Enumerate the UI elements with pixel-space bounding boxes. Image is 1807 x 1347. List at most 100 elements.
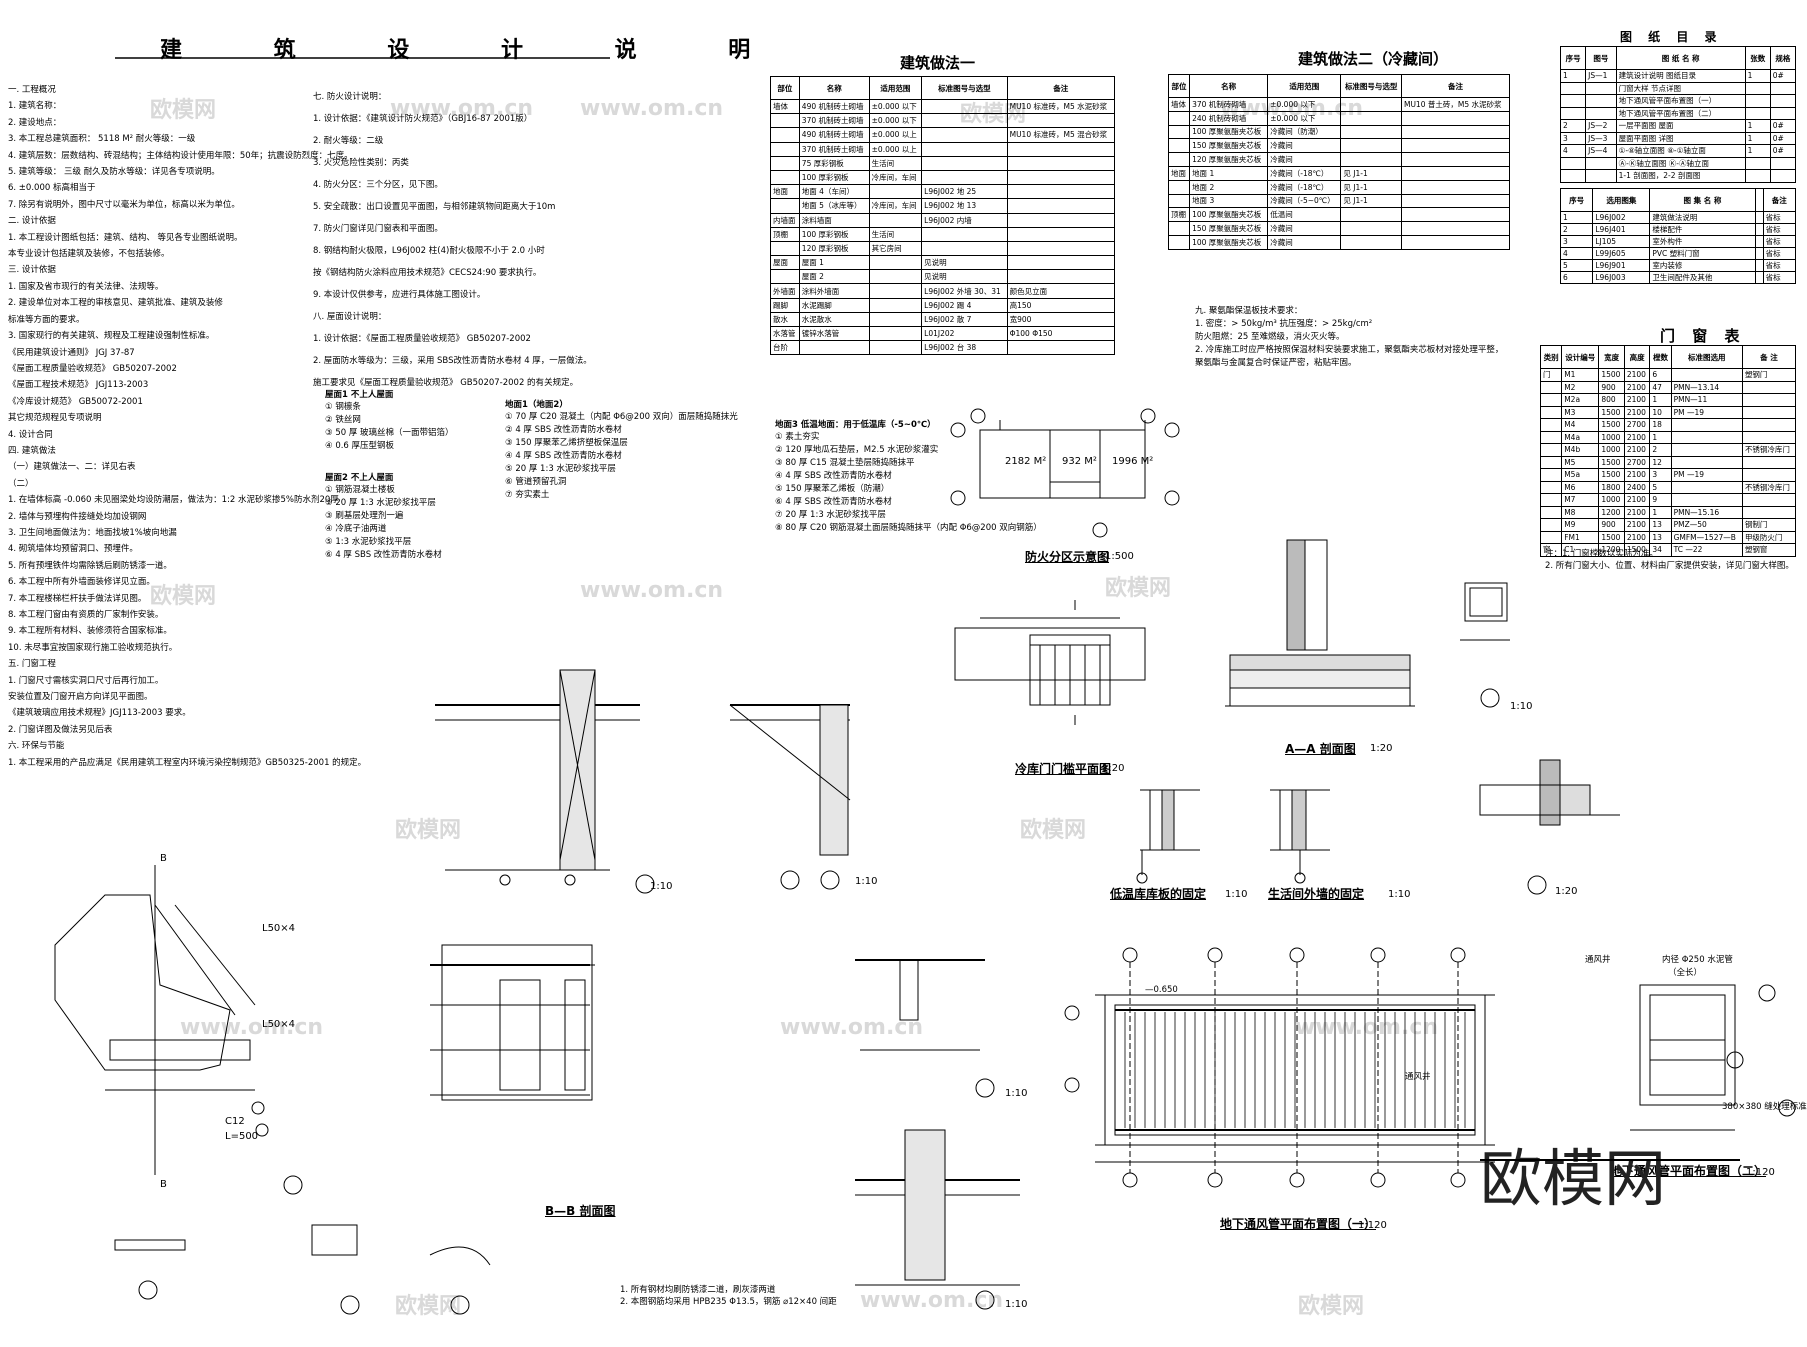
table-cell: MU10 标准砖，M5 混合砂浆 bbox=[1006, 127, 1116, 143]
table-cell bbox=[1559, 169, 1587, 183]
table-row: 100 厚彩钢板冷库间，车间 bbox=[770, 169, 1116, 186]
note-line: 施工要求见《屋面工程质量验收规范》 GB50207-2002 的有关规定。 bbox=[313, 378, 579, 388]
zone1-area: 2182 M² bbox=[1005, 456, 1047, 467]
duct-plan2-label: 地下通风管平面布置图（二） bbox=[1610, 1164, 1767, 1178]
note-line: 2. 建设单位对本工程的审核意见、建筑批准、建筑及装修 bbox=[8, 298, 223, 309]
note-line: 七. 防火设计说明： bbox=[313, 92, 387, 102]
stair-connector-detail bbox=[54, 865, 303, 1195]
table-header: 类别 bbox=[1539, 345, 1563, 369]
note-line: 2. 门窗详图及做法另见后表 bbox=[8, 724, 113, 735]
duct-plan-2 bbox=[1630, 984, 1796, 1131]
axis-bubble bbox=[1064, 1077, 1080, 1093]
roof1-title: 屋面1 不上人屋面 bbox=[325, 390, 394, 400]
method2-notes: 九. 聚氨酯保温板技术要求： 1. 密度：> 50kg/m³ 抗压强度：> 25k… bbox=[1195, 305, 1503, 370]
elevation-label: —0.650 bbox=[1145, 985, 1178, 995]
note-line: 3. 火灾危险性类别：丙类 bbox=[313, 158, 409, 168]
table-cell bbox=[1006, 141, 1116, 157]
axis-bubble bbox=[1207, 1172, 1223, 1188]
watermark: 欧模网 bbox=[150, 584, 217, 609]
note-line: 2. 墙体与预埋构件接缝处均加设钢网 bbox=[8, 511, 147, 522]
floor1-spec: 地面1（地面2） ① 70 厚 C20 混凝土（内配 Φ6@200 双向）面层随… bbox=[505, 400, 738, 502]
table-header: 备注 bbox=[1762, 188, 1797, 212]
table-header: 设计编号 bbox=[1561, 345, 1600, 369]
note-line: 五. 门窗工程 bbox=[8, 659, 56, 670]
cold-door-plan bbox=[954, 600, 1146, 725]
parts-details bbox=[114, 1224, 491, 1315]
table-cell: 370 机制砖土砌墙 bbox=[798, 141, 870, 157]
column-detail-lower bbox=[855, 1129, 1020, 1310]
spec-line: ③ 80 厚 C15 混凝土垫层随捣随抹平 bbox=[775, 458, 915, 468]
table-header: 适用范围 bbox=[868, 76, 923, 100]
table-cell: 120 厚彩钢板 bbox=[798, 240, 870, 257]
axis-label-b: B bbox=[160, 1179, 167, 1190]
table-cell bbox=[1400, 234, 1511, 250]
note-line: 4. 建筑层数：层数结构、砖混结构；主体结构设计使用年限：50年；抗震设防烈度：… bbox=[8, 150, 353, 161]
note-line: 3. 国家现行的有关建筑、规程及工程建设强制性标准。 bbox=[8, 331, 215, 342]
watermark: www.om.cn bbox=[580, 578, 724, 603]
table-header: 标准图号与选型 bbox=[1340, 74, 1402, 98]
note-line: 7. 防火门窗详见门窗表和平面图。 bbox=[313, 224, 443, 234]
table-row: 75 厚彩钢板生活间 bbox=[770, 155, 1116, 171]
table-cell bbox=[1006, 169, 1116, 186]
watermark: 欧模网 bbox=[1105, 576, 1172, 601]
duct-size-label: 380×380 缝处理标准 bbox=[1722, 1102, 1807, 1112]
spec-line: 1. 密度：> 50kg/m³ 抗压强度：> 25kg/cm² bbox=[1195, 319, 1373, 329]
table-cell: 涂料墙面 bbox=[798, 212, 870, 228]
spec-line: 注：1. 门窗樘数以实际为准。 bbox=[1545, 549, 1658, 559]
spec-line: ⑥ 4 厚 SBS 改性沥青防水卷材 bbox=[775, 497, 892, 507]
table-cell: 2 bbox=[1559, 119, 1587, 133]
note-line: 1. 国家及省市现行的有关法律、法规等。 bbox=[8, 281, 164, 292]
detail-a bbox=[1460, 582, 1510, 708]
table-header: 樘数 bbox=[1649, 345, 1672, 369]
spec-line: ④ 冷底子油两道 bbox=[325, 524, 387, 534]
note-line: 2. 耐火等级：二级 bbox=[313, 136, 384, 146]
table-cell: GMFM—1527—B bbox=[1670, 530, 1743, 544]
table-cell: 窗 bbox=[1539, 543, 1563, 557]
note-line: 4. 砌筑墙体均预留洞口、预埋件。 bbox=[8, 544, 138, 555]
watermark: www.om.cn bbox=[1295, 1015, 1439, 1040]
spec-line: 聚氨酯与金属复合时保证严密，粘贴牢固。 bbox=[1195, 358, 1357, 368]
table-cell bbox=[1167, 234, 1191, 250]
angle-label: L50×4 bbox=[262, 1019, 296, 1030]
table-row: 370 机制砖土砌墙±0.000 以下 bbox=[770, 113, 1116, 129]
table-header: 名称 bbox=[1189, 74, 1269, 98]
note-line: 2. 建设地点： bbox=[8, 117, 62, 128]
table-cell: 塑钢窗 bbox=[1741, 543, 1797, 557]
detail-scale: 1:10 bbox=[1005, 1299, 1028, 1310]
spec-line: 2. 所有门窗大小、位置、材料由厂家提供安装，详见门窗大样图。 bbox=[1545, 561, 1794, 571]
note-line: 按《钢结构防火涂料应用技术规范》CECS24:90 要求执行。 bbox=[313, 268, 542, 278]
table-cell: 省标 bbox=[1762, 271, 1797, 284]
table-header: 适用范围 bbox=[1267, 74, 1342, 98]
note-line: 《屋面工程技术规范》 JGJ113-2003 bbox=[8, 380, 149, 391]
table-header: 宽度 bbox=[1598, 345, 1625, 369]
duct-pipe-label: 内径 Φ250 水泥管 bbox=[1662, 955, 1733, 965]
aa-section-label: A—A 剖面图 bbox=[1285, 742, 1356, 756]
table-row: 1-1 剖面图，2-2 剖面图 bbox=[1559, 169, 1797, 183]
bottom-note: 2. 本图钢筋均采用 HPB235 Φ13.5，钢筋 ⌀12×40 间距 bbox=[620, 1297, 837, 1307]
table-row: 地下通风管平面布置图（一） bbox=[1559, 94, 1797, 108]
watermark: www.om.cn bbox=[780, 1015, 924, 1040]
note-line: 八. 屋面设计说明： bbox=[313, 312, 387, 322]
detail-scale: 1:10 bbox=[855, 876, 878, 887]
table-cell: L96J002 内墙 bbox=[921, 212, 1008, 228]
table-cell: L96J002 地 25 bbox=[921, 184, 1008, 200]
table-header: 图 纸 名 称 bbox=[1615, 46, 1746, 70]
roof2-title: 屋面2 不上人屋面 bbox=[325, 473, 394, 483]
spec-line: 九. 聚氨酯保温板技术要求： bbox=[1195, 306, 1303, 316]
detailA-scale: 1:10 bbox=[1510, 701, 1533, 712]
note-line: 2. 屋面防水等级为：三级，采用 SBS改性沥青防水卷材 4 厚，一层做法。 bbox=[313, 356, 592, 366]
note-line: 标准等方面的要求。 bbox=[8, 314, 85, 325]
